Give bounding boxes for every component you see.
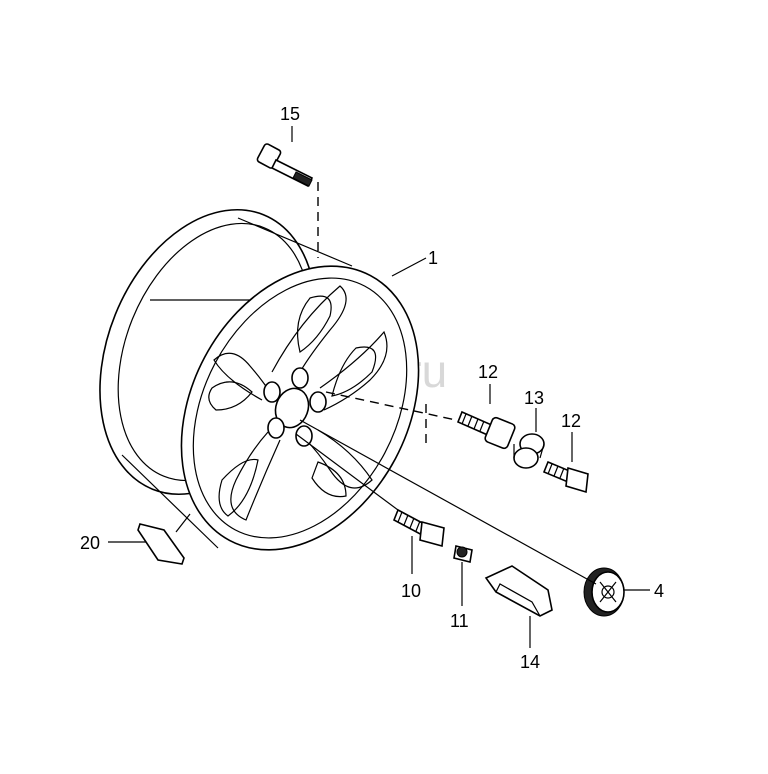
callout-11: 11 (450, 611, 469, 631)
leader-center-cap-axis (299, 419, 597, 585)
leader-rim (391, 257, 427, 277)
tire-valve (256, 143, 314, 188)
callout-13: 13 (524, 388, 544, 408)
balance-weight (137, 523, 185, 565)
callout-15: 15 (280, 104, 300, 124)
callout-12-right: 12 (561, 411, 581, 431)
wheel-rim (99, 208, 420, 551)
callout-12-upper: 12 (478, 362, 498, 382)
leader-stud-axis (325, 391, 457, 446)
callout-20: 20 (80, 533, 100, 553)
cap-nut (453, 545, 473, 563)
removal-tool (484, 565, 553, 617)
callout-1: 1 (428, 248, 438, 268)
leader-weight (175, 513, 191, 533)
wheel-bolt (392, 508, 445, 548)
callout-14: 14 (520, 652, 540, 672)
wheel-stud-upper (456, 410, 516, 450)
callout-10: 10 (401, 581, 421, 601)
callout-4: 4 (654, 581, 664, 601)
wheel-stud-right (542, 460, 589, 494)
leader-bolt-axis (295, 433, 399, 511)
adapter-ring (513, 433, 545, 469)
center-cap (583, 567, 625, 617)
